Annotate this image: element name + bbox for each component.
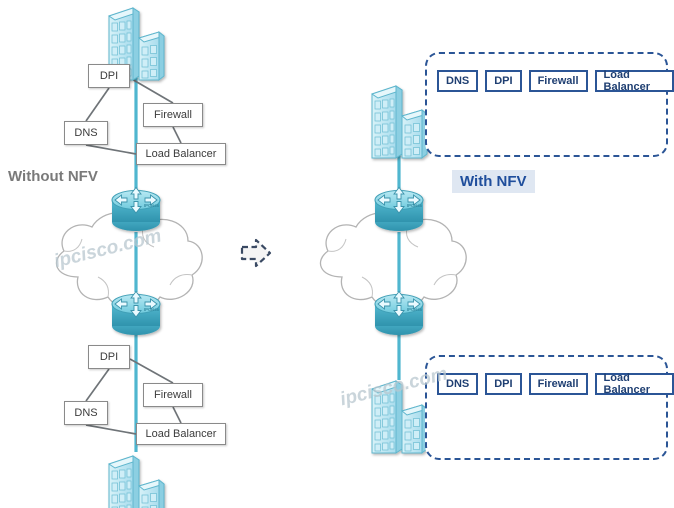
service-box-load-balancer-top[interactable]: Load Balancer [136, 143, 226, 165]
vnf-dns-top[interactable]: DNS [437, 70, 479, 92]
transition-arrow-icon [240, 238, 272, 268]
nfv-container-top [425, 52, 668, 157]
caption-without-nfv: Without NFV [8, 168, 98, 185]
building-icon-bottom-left [108, 455, 165, 508]
router-icon-right-bottom [374, 291, 424, 336]
vnf-firewall-bottom[interactable]: Firewall [528, 373, 588, 395]
router-icon-left-bottom [111, 291, 161, 336]
vnf-dpi-top[interactable]: DPI [485, 70, 522, 92]
service-box-dpi-bottom[interactable]: DPI [88, 345, 130, 369]
left-top-chain-links [85, 77, 182, 155]
left-bottom-chain-links [85, 358, 182, 435]
service-box-firewall-bottom[interactable]: Firewall [143, 383, 203, 407]
router-icon-left-top [111, 187, 161, 232]
vnf-row-bottom: DNS DPI Firewall Load Balancer [437, 372, 674, 396]
service-box-firewall-top[interactable]: Firewall [143, 103, 203, 127]
router-icon-right-top [374, 187, 424, 232]
vnf-firewall-top[interactable]: Firewall [528, 70, 588, 92]
vnf-dns-bottom[interactable]: DNS [437, 373, 479, 395]
caption-with-nfv: With NFV [452, 170, 535, 193]
building-icon-bottom-right [371, 380, 428, 454]
vnf-row-top: DNS DPI Firewall Load Balancer [437, 69, 674, 93]
service-box-dpi-top[interactable]: DPI [88, 64, 130, 88]
vnf-load-balancer-top[interactable]: Load Balancer [594, 69, 674, 93]
building-icon-top-right [371, 85, 428, 159]
nfv-container-bottom [425, 355, 668, 460]
service-box-dns-top[interactable]: DNS [64, 121, 108, 145]
vnf-dpi-bottom[interactable]: DPI [485, 373, 522, 395]
service-box-dns-bottom[interactable]: DNS [64, 401, 108, 425]
service-box-load-balancer-bottom[interactable]: Load Balancer [136, 423, 226, 445]
vnf-load-balancer-bottom[interactable]: Load Balancer [594, 372, 674, 396]
